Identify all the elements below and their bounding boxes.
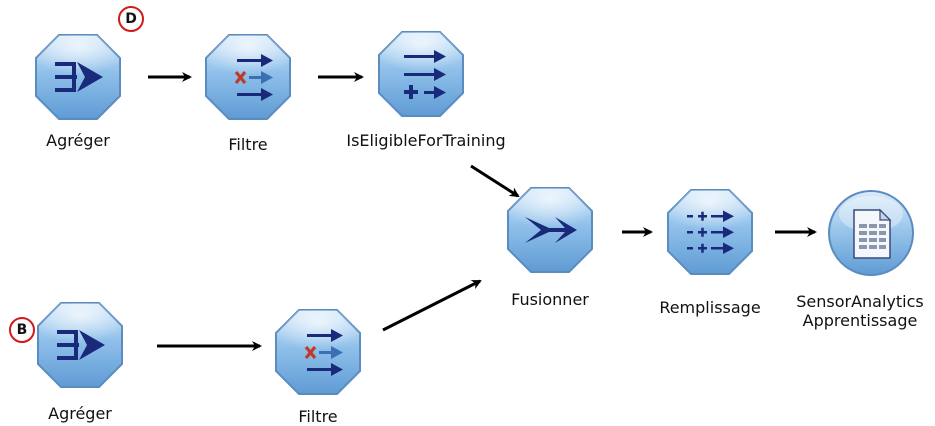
node-fusionner[interactable] bbox=[505, 185, 595, 275]
label-apprentissage: Apprentissage bbox=[802, 311, 918, 330]
label-agreger-bottom: Agréger bbox=[48, 404, 112, 423]
badge-d: D bbox=[118, 6, 144, 32]
edge-filtre-fusionner bbox=[382, 279, 482, 332]
filter-icon bbox=[205, 34, 291, 120]
label-filtre-bottom: Filtre bbox=[298, 407, 338, 426]
aggregate-icon bbox=[35, 34, 121, 120]
merge-icon bbox=[507, 187, 593, 273]
table-output-icon bbox=[828, 190, 914, 276]
node-iseligiblefortraining[interactable] bbox=[376, 29, 466, 119]
node-agreger-bottom[interactable] bbox=[35, 300, 125, 390]
node-filtre-top[interactable] bbox=[203, 32, 293, 122]
label-sensoranalytics: SensorAnalytics bbox=[796, 292, 924, 311]
node-remplissage[interactable] bbox=[665, 187, 755, 277]
derive-icon bbox=[378, 31, 464, 117]
node-filtre-bottom[interactable] bbox=[273, 307, 363, 397]
aggregate-icon bbox=[37, 302, 123, 388]
badge-b: B bbox=[9, 317, 35, 343]
filler-icon bbox=[667, 189, 753, 275]
filter-icon bbox=[275, 309, 361, 395]
node-sensoranalytics-apprentissage[interactable] bbox=[826, 188, 916, 278]
label-remplissage: Remplissage bbox=[659, 298, 761, 317]
edge-eligible-fusionner bbox=[470, 164, 520, 198]
label-fusionner: Fusionner bbox=[511, 290, 589, 309]
label-filtre-top: Filtre bbox=[228, 135, 268, 154]
label-agreger-top: Agréger bbox=[46, 131, 110, 150]
node-agreger-top[interactable] bbox=[33, 32, 123, 122]
label-iseligiblefortraining: IsEligibleForTraining bbox=[346, 131, 506, 150]
